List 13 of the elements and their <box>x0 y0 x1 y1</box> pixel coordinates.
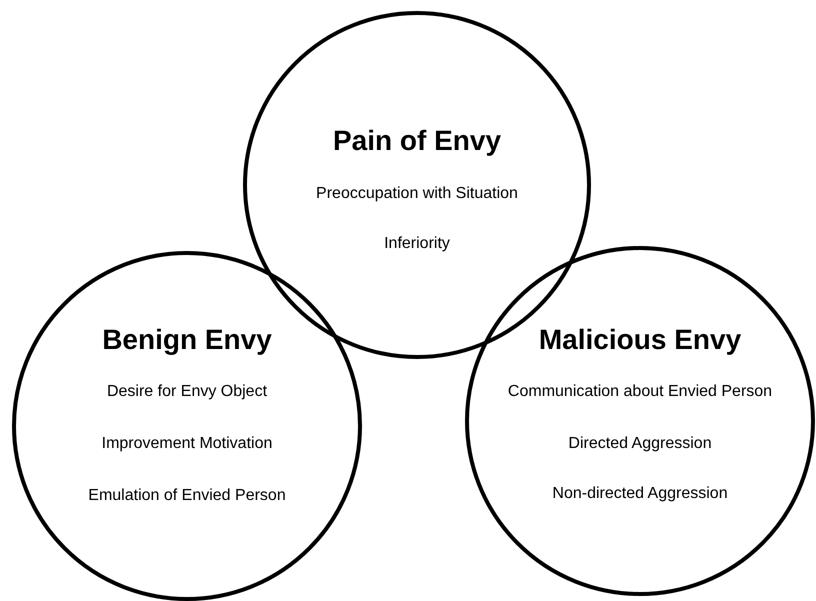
circle-heading: Malicious Envy <box>538 324 742 356</box>
venn-circle <box>12 251 362 601</box>
list-item: Inferiority <box>384 235 450 253</box>
list-item: Improvement Motivation <box>102 435 272 453</box>
list-item: Emulation of Envied Person <box>88 487 286 505</box>
circle-heading: Benign Envy <box>102 324 272 356</box>
venn-circle <box>465 246 815 596</box>
list-item: Preoccupation with Situation <box>316 185 518 203</box>
list-item: Non-directed Aggression <box>552 485 728 503</box>
circle-heading: Pain of Envy <box>332 125 502 157</box>
list-item: Directed Aggression <box>568 435 712 453</box>
list-item: Desire for Envy Object <box>106 383 268 401</box>
list-item: Communication about Envied Person <box>508 383 772 401</box>
